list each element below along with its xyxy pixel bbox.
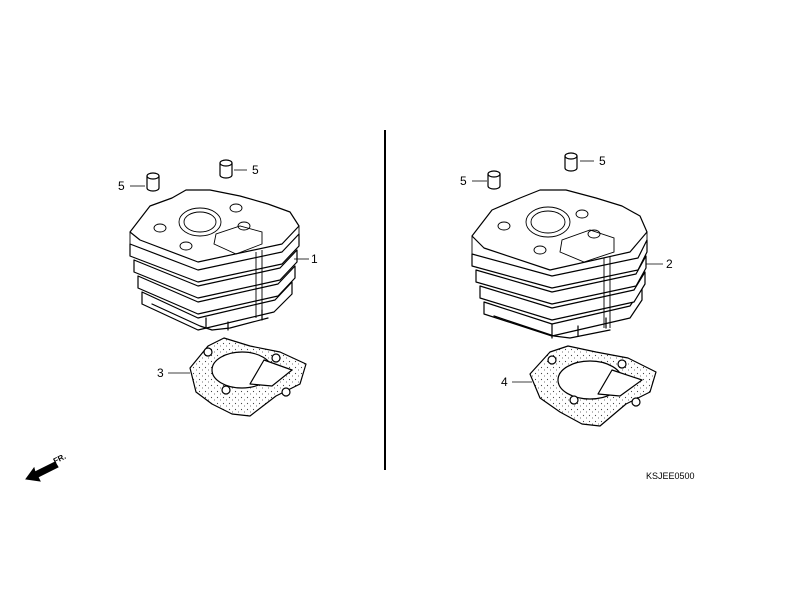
cylinder-left: [129, 189, 300, 331]
gasket-left: [189, 337, 307, 417]
callout-dowel-5-right-a: 5: [460, 174, 467, 188]
cylinder-right: [471, 189, 648, 339]
front-marker-label: FR.: [52, 452, 68, 466]
left-group: 1 3 5 5: [118, 159, 318, 417]
callout-gasket-4: 4: [501, 375, 508, 389]
front-direction-arrow-icon: FR.: [25, 452, 68, 482]
gasket-right: [529, 345, 657, 427]
callout-gasket-3: 3: [157, 366, 164, 380]
dowel-pin-left-1: [146, 172, 160, 192]
dowel-pin-right-1: [487, 170, 501, 190]
dowel-pin-right-2: [564, 152, 578, 172]
drawing-code: KSJEE0500: [646, 471, 695, 481]
callout-dowel-5-left-a: 5: [118, 179, 125, 193]
callout-cylinder-1: 1: [311, 252, 318, 266]
right-group: 2 4 5 5: [460, 152, 673, 427]
callout-cylinder-2: 2: [666, 257, 673, 271]
callout-dowel-5-left-b: 5: [252, 163, 259, 177]
callout-dowel-5-right-b: 5: [599, 154, 606, 168]
dowel-pin-left-2: [219, 159, 233, 179]
